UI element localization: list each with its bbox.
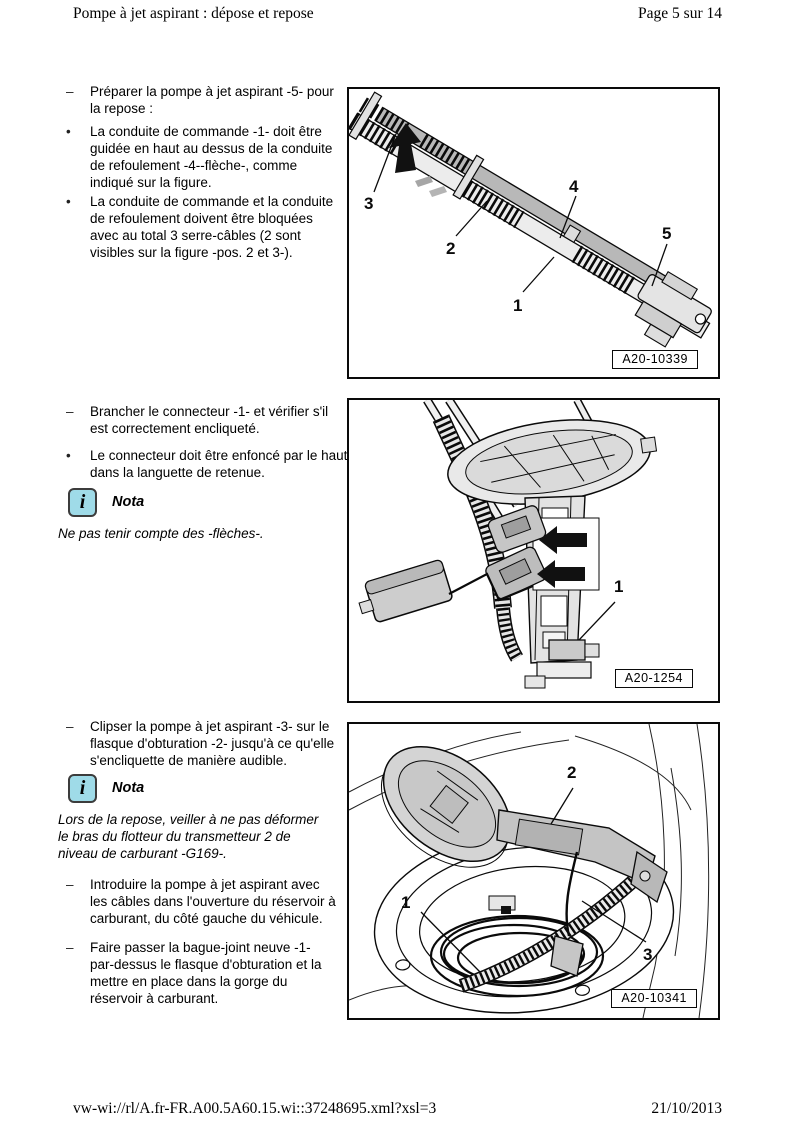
list-item: • La conduite de commande -1- doit être …	[58, 123, 354, 191]
pump-arm-assembly	[496, 809, 668, 904]
nota-callout: i Nota	[58, 488, 354, 517]
bullet-marker: •	[66, 194, 71, 209]
connector	[524, 639, 600, 689]
bullet-marker: •	[66, 124, 71, 139]
dash-marker: –	[66, 877, 74, 892]
press-arrow-icon	[537, 560, 585, 588]
part-label: 5	[662, 224, 671, 243]
retaining-clips	[485, 505, 547, 600]
dash-marker: –	[66, 719, 74, 734]
dash-marker: –	[66, 940, 74, 955]
seal-ring-coil	[429, 914, 605, 998]
figure-illustration: 1	[358, 400, 658, 689]
instruction-text: La conduite de commande -1- doit être gu…	[90, 124, 333, 190]
bullet-marker: •	[66, 448, 71, 463]
part-label: 3	[643, 945, 652, 964]
leader-lines	[420, 787, 647, 973]
list-item: – Brancher le connecteur -1- et vérifier…	[58, 403, 354, 437]
info-icon: i	[68, 774, 97, 803]
figure-illustration: 3 2 4 1 5	[349, 91, 712, 348]
section-1-text: – Préparer la pompe à jet aspirant -5- p…	[58, 83, 354, 261]
motion-dash	[429, 186, 447, 197]
list-item: – Préparer la pompe à jet aspirant -5- p…	[58, 83, 354, 117]
nota-callout: i Nota	[58, 774, 354, 803]
press-arrow-icon	[539, 526, 587, 554]
nota-label: Nota	[112, 494, 145, 510]
page-indicator: Page 5 sur 14	[638, 5, 722, 22]
list-item: – Clipser la pompe à jet aspirant -3- su…	[58, 718, 354, 769]
section-3-text: – Clipser la pompe à jet aspirant -3- su…	[58, 718, 354, 1007]
dash-marker: –	[66, 404, 74, 419]
leader-line	[578, 601, 616, 641]
mounting-flange	[447, 419, 658, 505]
leader-lines	[373, 133, 668, 293]
list-item: – Faire passer la bague-joint neuve -1- …	[58, 939, 354, 1007]
list-item: • Le connecteur doit être enfoncé par le…	[58, 447, 354, 481]
nota-label: Nota	[112, 780, 145, 796]
info-icon-glyph: i	[79, 490, 86, 513]
sealing-flange-disc	[380, 745, 512, 868]
print-date: 21/10/2013	[651, 1100, 722, 1117]
hose-assembly	[349, 91, 712, 348]
sender-wire	[448, 572, 534, 602]
part-label: 1	[513, 296, 522, 315]
instruction-text: Faire passer la bague-joint neuve -1- pa…	[90, 940, 322, 1006]
instruction-text: Introduire la pompe à jet aspirant avec …	[90, 877, 336, 926]
figure-suction-jet-pump-lines: 3 2 4 1 5 A20-10339	[347, 87, 720, 379]
instruction-text: Préparer la pompe à jet aspirant -5- pou…	[90, 84, 334, 116]
instruction-text: Le connecteur doit être enfoncé par le h…	[90, 448, 348, 480]
list-item: • La conduite de commande et la conduite…	[58, 193, 354, 261]
section-2-text: – Brancher le connecteur -1- et vérifier…	[58, 403, 354, 542]
part-label: 2	[446, 239, 455, 258]
part-label: 3	[364, 194, 373, 213]
part-label: 1	[401, 893, 410, 912]
figure-illustration: 2 1 3	[349, 724, 710, 1018]
figure-caption: A20-1254	[614, 669, 693, 688]
sender-module	[358, 559, 453, 623]
clip-detail	[501, 906, 511, 914]
figure-connector-check: 1 A20-1254	[347, 398, 720, 703]
instruction-text: Brancher le connecteur -1- et vérifier s…	[90, 404, 329, 436]
document-reference: vw-wi://rl/A.fr-FR.A00.5A60.15.wi::37248…	[73, 1100, 437, 1117]
motion-dash	[415, 176, 433, 187]
direction-arrow-icon	[389, 123, 421, 173]
cable	[565, 851, 579, 937]
instruction-text: La conduite de commande et la conduite d…	[90, 194, 334, 260]
instruction-text: Clipser la pompe à jet aspirant -3- sur …	[90, 719, 335, 768]
info-icon-glyph: i	[79, 776, 86, 799]
part-label: 1	[614, 577, 623, 596]
hanging-connector	[550, 935, 584, 977]
figure-tank-opening: 2 1 3 A20-10341	[347, 722, 720, 1020]
page-footer: vw-wi://rl/A.fr-FR.A00.5A60.15.wi::37248…	[73, 1099, 722, 1118]
list-item: – Introduire la pompe à jet aspirant ave…	[58, 876, 354, 927]
note-text: Ne pas tenir compte des -flèches-.	[58, 526, 264, 541]
info-icon: i	[68, 488, 97, 517]
page-header: Pompe à jet aspirant : dépose et repose …	[73, 4, 722, 23]
part-label: 2	[567, 763, 576, 782]
figure-caption: A20-10341	[611, 989, 697, 1008]
page-title: Pompe à jet aspirant : dépose et repose	[73, 5, 314, 22]
figure-caption: A20-10339	[612, 350, 698, 369]
dash-marker: –	[66, 84, 74, 99]
part-label: 4	[569, 177, 579, 196]
note-text: Lors de la repose, veiller à ne pas défo…	[58, 812, 319, 861]
